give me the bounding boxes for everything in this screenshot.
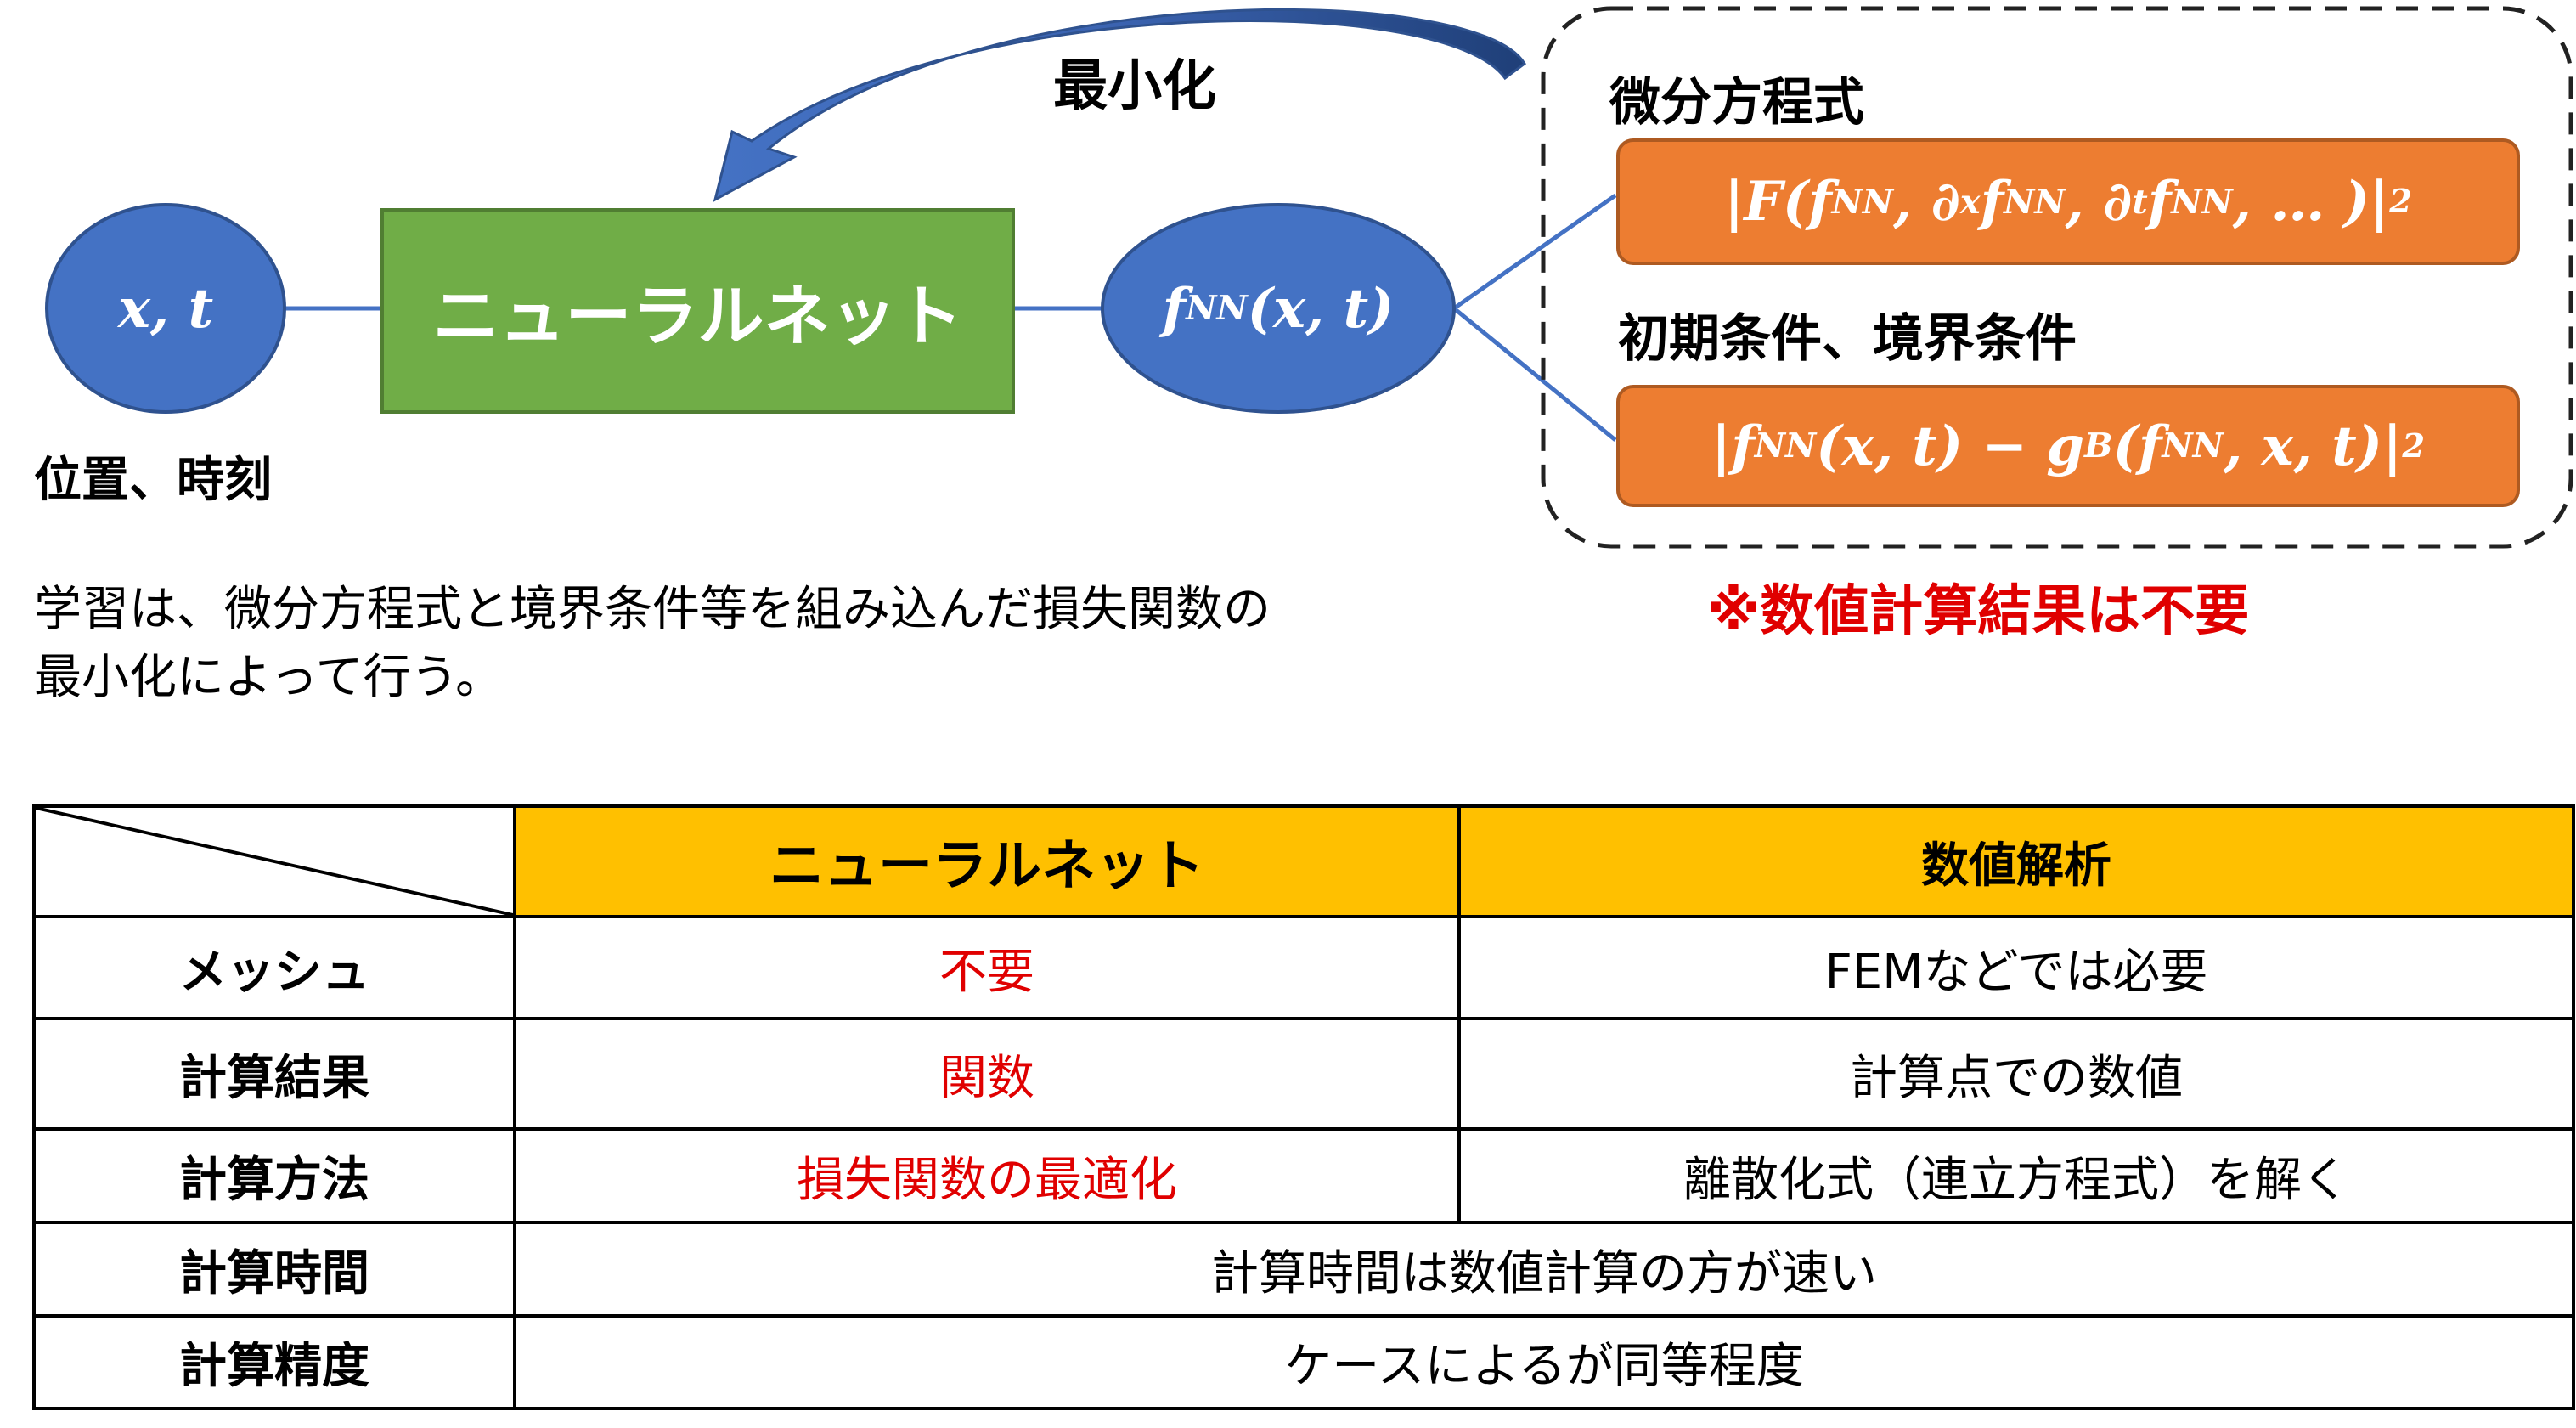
table-row: 計算方法 損失関数の最適化 離散化式（連立方程式）を解く [32, 1127, 2575, 1224]
table-row: 計算結果 関数 計算点での数値 [32, 1017, 2575, 1131]
arrow-label: 最小化 [1053, 55, 1216, 118]
table-header-numerical: 数値解析 [1457, 804, 2575, 918]
note-red: ※数値計算結果は不要 [1707, 580, 2250, 643]
network-box-label: ニューラルネット [432, 279, 963, 355]
cell-merged: ケースによるが同等程度 [513, 1314, 2575, 1410]
output-node [1101, 203, 1456, 414]
loss-group-frame [1541, 6, 2573, 549]
table-row: 計算時間 計算時間は数値計算の方が速い [32, 1221, 2575, 1318]
cell-nn: 不要 [513, 915, 1461, 1020]
cell-numerical: 離散化式（連立方程式）を解く [1457, 1127, 2575, 1224]
cell-numerical: 計算点での数値 [1457, 1017, 2575, 1131]
diagram-graphics [45, 6, 2573, 549]
cell-merged: 計算時間は数値計算の方が速い [513, 1221, 2575, 1318]
comparison-table: ニューラルネット 数値解析 メッシュ 不要 FEMなどでは必要 計算結果 関数 … [32, 804, 2575, 1410]
table-row: 計算精度 ケースによるが同等程度 [32, 1314, 2575, 1410]
input-node [45, 203, 286, 414]
cell-numerical: FEMなどでは必要 [1457, 915, 2575, 1020]
row-label: 計算方法 [32, 1127, 516, 1224]
table-corner-cell [32, 804, 516, 918]
network-box [380, 208, 1015, 414]
minimize-arrow [713, 8, 1526, 202]
row-label: 計算結果 [32, 1017, 516, 1131]
bc-title: 初期条件、境界条件 [1618, 309, 2077, 369]
corner-diagonal [36, 808, 513, 915]
pde-title: 微分方程式 [1609, 73, 1864, 133]
connector-output-bc [1452, 307, 1617, 442]
description-line-1: 学習は、微分方程式と境界条件等を組み込んだ損失関数の [34, 582, 1271, 637]
connector-output-pde [1452, 193, 1617, 311]
description-line-2: 最小化によって行う。 [34, 650, 504, 705]
bc-formula-box [1616, 385, 2520, 507]
cell-nn: 関数 [513, 1017, 1461, 1131]
row-label: 計算精度 [32, 1314, 516, 1410]
table-header-row: ニューラルネット 数値解析 [32, 804, 2575, 918]
pde-formula-box [1616, 138, 2520, 265]
row-label: メッシュ [32, 915, 516, 1020]
table-header-nn: ニューラルネット [513, 804, 1461, 918]
row-label: 計算時間 [32, 1221, 516, 1318]
input-node-label: x, t [117, 276, 214, 341]
table-row: メッシュ 不要 FEMなどでは必要 [32, 915, 2575, 1020]
cell-nn: 損失関数の最適化 [513, 1127, 1461, 1224]
input-caption: 位置、時刻 [34, 453, 272, 508]
